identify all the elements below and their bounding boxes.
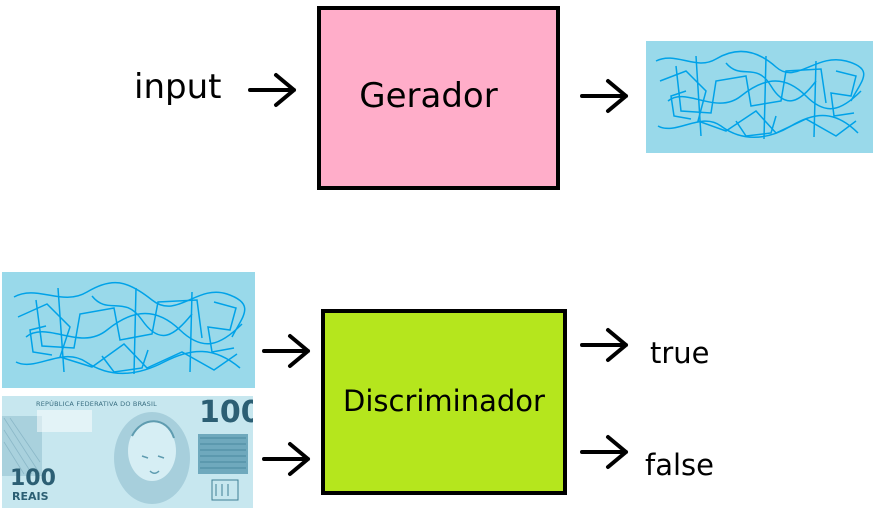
banknote-currency: REAIS (12, 490, 49, 503)
input-label: input (134, 67, 222, 107)
output-true-label: true (650, 336, 710, 370)
arrow-right-icon (262, 334, 310, 368)
arrow-right-icon (580, 79, 628, 113)
output-false-label: false (645, 448, 714, 482)
arrow-right-icon (580, 328, 628, 362)
arrow-right-icon (262, 442, 310, 476)
arrow-right-icon (248, 73, 296, 107)
noise-input-image (2, 272, 255, 388)
generated-noise-image (646, 41, 873, 153)
banknote-header: REPÚBLICA FEDERATIVA DO BRASIL (36, 400, 157, 408)
generator-label: Gerador (359, 76, 498, 116)
generator-box: Gerador (317, 6, 560, 190)
banknote-value-top: 100 (199, 396, 253, 430)
banknote-image: REPÚBLICA FEDERATIVA DO BRASIL 100 100 R… (2, 396, 253, 508)
banknote-value-bottom: 100 (10, 466, 56, 491)
arrow-right-icon (580, 435, 628, 469)
discriminator-label: Discriminador (343, 383, 545, 418)
discriminator-box: Discriminador (321, 309, 567, 495)
